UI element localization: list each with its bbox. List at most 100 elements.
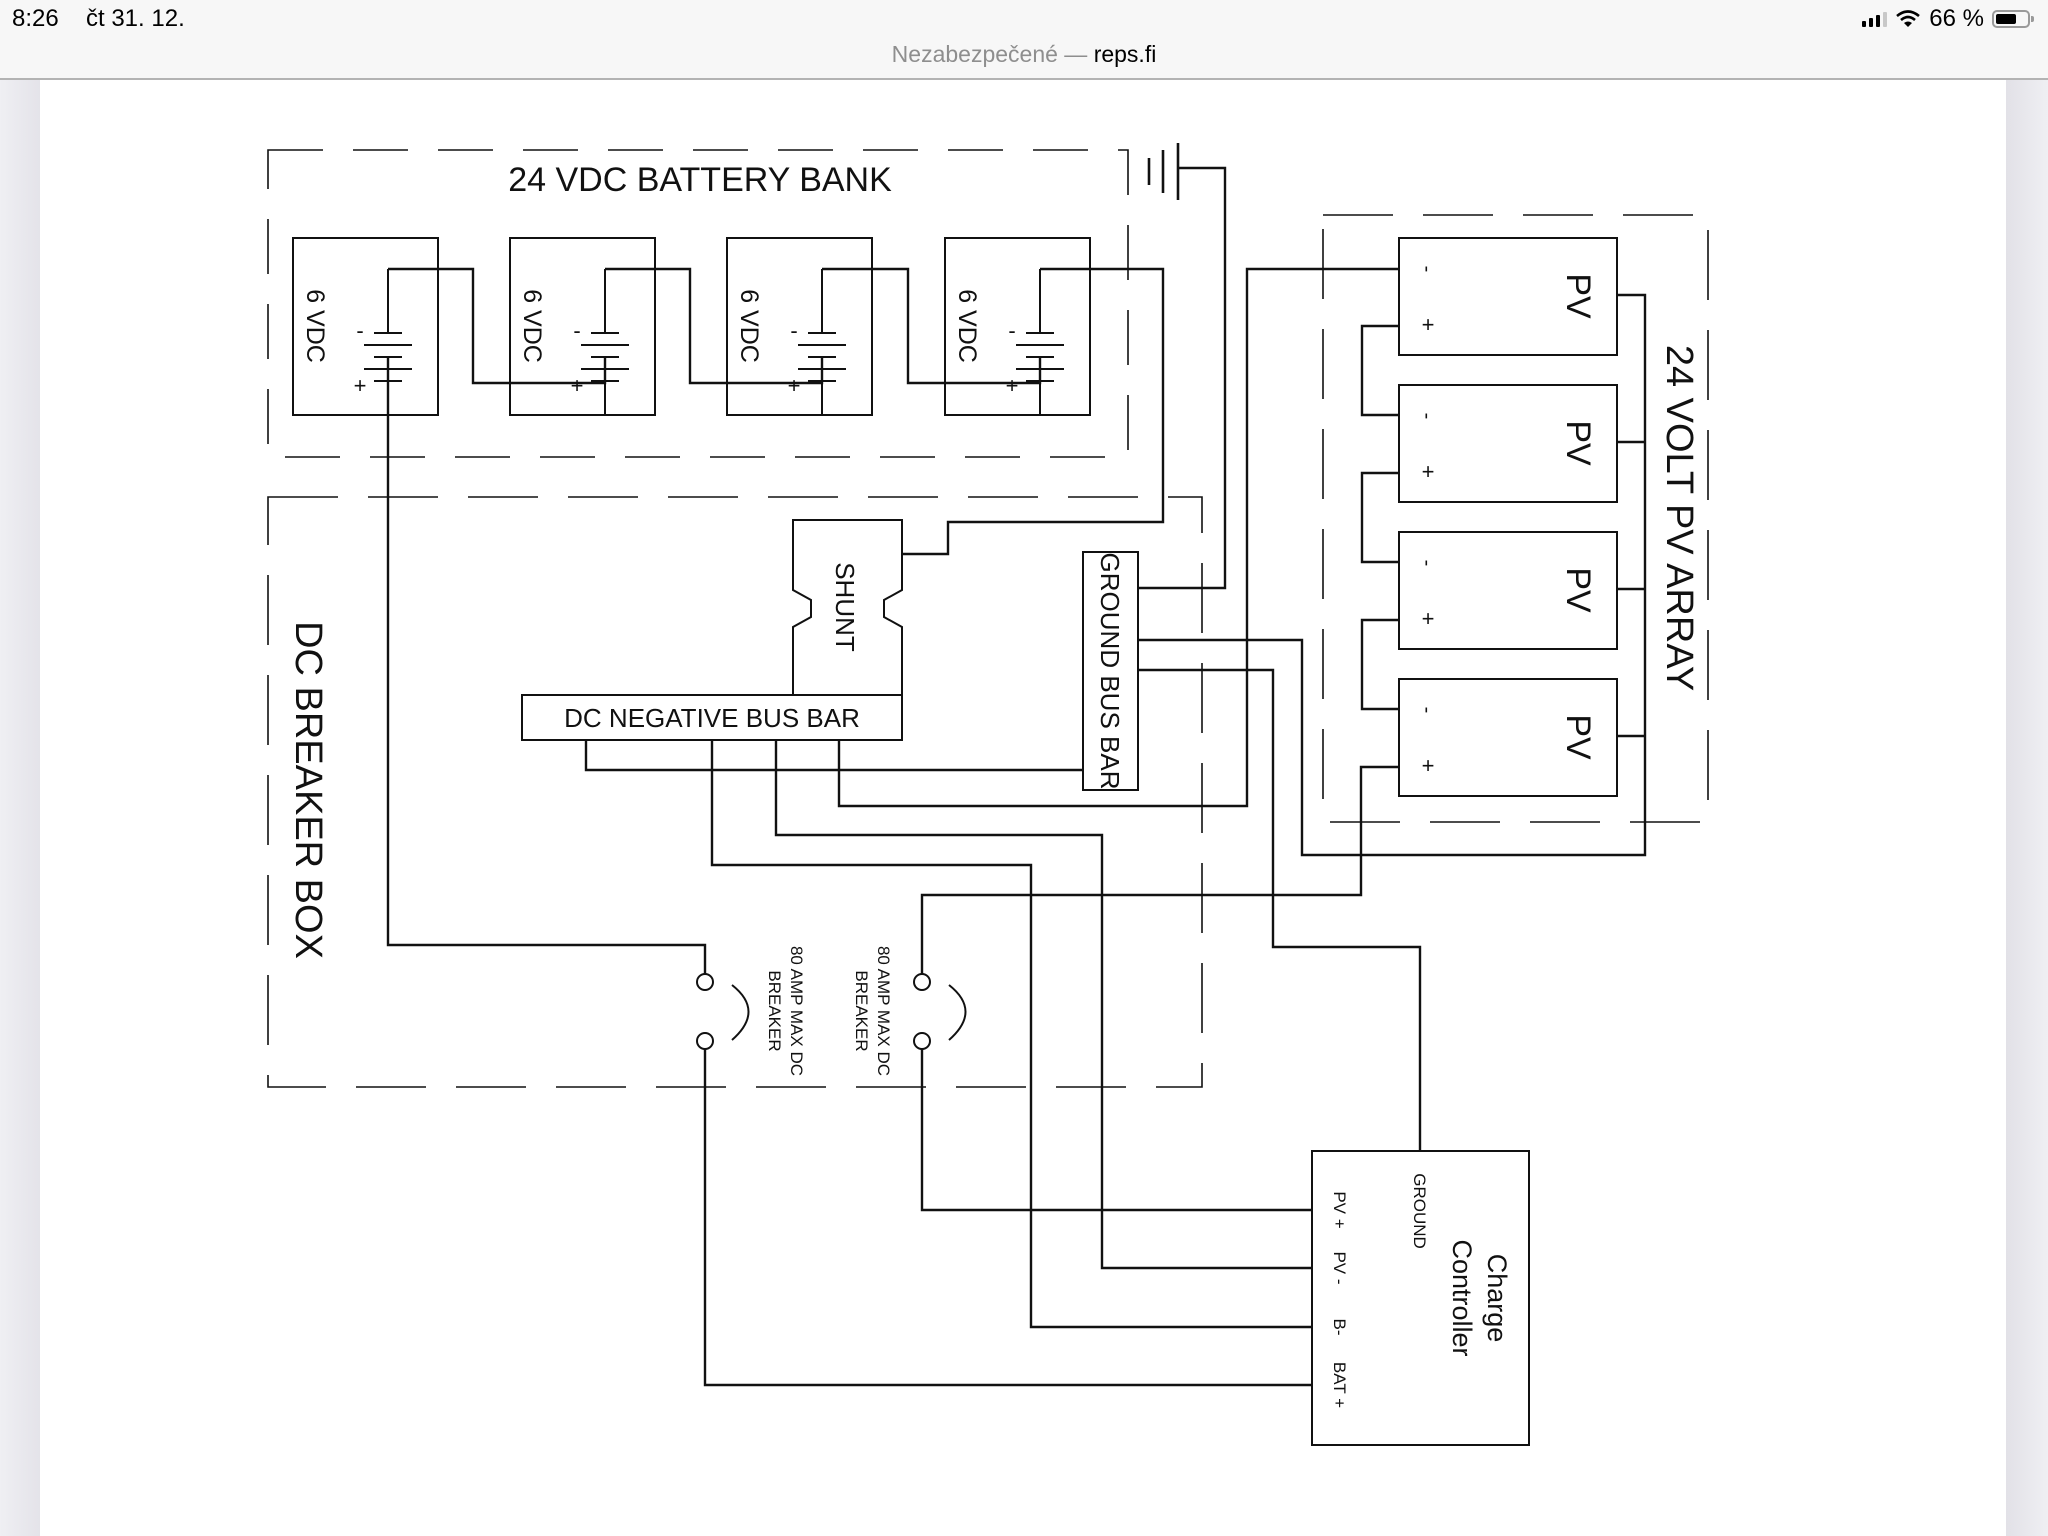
wire-bat2-bat3 [605,267,824,385]
document-page [40,80,2006,1536]
wire-groundbus-to-controller [1138,668,1422,1151]
url-security-label: Nezabezpečené [891,41,1058,67]
wire-pv2-pv3 [1360,471,1399,564]
url-domain: reps.fi [1093,41,1157,67]
pv-pos-sign: + [1422,312,1435,337]
wire-pv-pos-to-breaker [920,765,1399,975]
status-time: 8:26 [12,5,59,32]
battery-cell-box [509,237,656,416]
battery-cell-box [726,237,873,416]
battery-neg-sign: - [573,318,580,343]
breaker-box-title: DC BREAKER BOX [287,621,329,959]
pv-pos-sign: + [1422,606,1435,631]
breaker-1-label-line2: BREAKER [765,970,784,1051]
status-bar: 8:26 čt 31. 12. 66 % [0,0,2048,40]
wire-groundbus-to-pv-frame [1138,293,1647,857]
pv-panel: PV - + [1398,237,1618,356]
terminal-bat-plus: BAT + [1330,1362,1349,1408]
negative-bus-label: DC NEGATIVE BUS BAR [564,703,860,733]
status-indicators: 66 % [1862,5,2034,33]
pv-panel-box [1398,237,1618,356]
breaker-2: 80 AMP MAX DC BREAKER [852,946,967,1076]
breaker-terminal [696,1032,714,1050]
shunt: SHUNT [792,519,903,696]
pv-panel-label: PV [1559,273,1597,319]
battery-voltage-label: 6 VDC [518,289,546,363]
url-bar[interactable]: Nezabezpečené — reps.fi [0,40,2048,80]
pv-panel-label: PV [1559,714,1597,760]
wire-bat-neg-to-shunt [902,267,1165,556]
breaker-arc-icon [948,984,967,1041]
wire-breaker-to-pv-plus [920,1041,1312,1212]
pv-panel-group: PV-+PV-+PV-+PV-+ [1398,237,1618,797]
breaker-1: 80 AMP MAX DC BREAKER [696,946,806,1076]
pv-panel: PV - + [1398,678,1618,797]
battery-voltage-label: 6 VDC [953,289,981,363]
wire-negbus-to-groundbus [584,740,1083,772]
battery-cell-box [292,237,439,416]
terminal-b-minus: B- [1330,1319,1349,1336]
breaker-2-label-line1: 80 AMP MAX DC [874,946,893,1076]
controller-ground-label: GROUND [1410,1173,1429,1249]
pv-pos-sign: + [1422,459,1435,484]
earth-ground-icon [1147,143,1180,200]
pv-panel: PV-+ [1398,531,1618,650]
battery-cell: 6 VDC - + [944,237,1091,416]
ground-bus-label: GROUND BUS BAR [1095,553,1125,790]
wires [386,166,1647,1387]
battery-icon [1992,10,2034,28]
pv-panel: PV - + [1398,384,1618,503]
wire-negbus-to-pv-minus [774,740,1312,1270]
battery-neg-sign: - [356,318,363,343]
pv-neg-sign: - [1416,560,1438,567]
shunt-label: SHUNT [830,562,860,652]
pv-panel-box [1398,531,1618,650]
terminal-pv-minus: PV - [1330,1251,1349,1284]
breaker-terminal [913,1032,931,1050]
breaker-box-enclosure [267,496,1203,1088]
pv-neg-sign: - [1416,707,1438,714]
pv-panel-box [1398,384,1618,503]
breaker-arc-icon [731,984,750,1041]
wire-pv3-pv4 [1360,618,1399,711]
page-gutter-left [0,80,40,1536]
battery-pos-sign: + [354,373,367,398]
breaker-2-label-line2: BREAKER [852,970,871,1051]
battery-symbol-icon [581,269,629,415]
battery-pos-sign: + [1006,373,1019,398]
breaker-terminal [913,973,931,991]
pv-neg-sign: - [1416,413,1438,420]
pv-panel-box [1398,678,1618,797]
battery-voltage-label: 6 VDC [735,289,763,363]
battery-bank-enclosure [267,149,1129,458]
url-separator: — [1057,41,1094,67]
terminal-pv-plus: PV + [1330,1191,1349,1228]
battery-level-fill [1996,14,2016,24]
dc-negative-bus-bar: DC NEGATIVE BUS BAR [521,694,903,741]
controller-title-line2: Controller [1447,1239,1477,1356]
battery-voltage-label: 6 VDC [301,289,329,363]
battery-neg-sign: - [790,318,797,343]
battery-pos-sign: + [788,373,801,398]
wire-bat1-bat2 [388,267,607,385]
battery-cell: 6 VDC - + [292,237,439,416]
wire-negbus-to-b-minus [710,740,1312,1329]
battery-cell: 6 VDC - + [726,237,873,416]
battery-cell-box [944,237,1091,416]
pv-pos-sign: + [1422,753,1435,778]
pv-panel-label: PV [1559,420,1597,466]
controller-title-line1: Charge [1482,1254,1512,1343]
wire-negbus-to-pv-neg [837,267,1399,808]
breaker-terminal [696,973,714,991]
battery-symbol-icon [798,269,846,415]
charge-controller: Charge Controller GROUND PV + PV - B- BA… [1311,1150,1530,1446]
pv-neg-sign: - [1416,266,1438,273]
battery-group: 6 VDC-+6 VDC-+6 VDC-+6 VDC-+ [292,237,1091,416]
battery-symbol-icon [1016,269,1064,415]
wire-bat-pos-to-breaker [386,356,707,975]
battery-neg-sign: - [1008,318,1015,343]
ground-bus-bar: GROUND BUS BAR [1082,551,1139,791]
breaker-1-label-line1: 80 AMP MAX DC [787,946,806,1076]
battery-percent: 66 % [1929,5,1984,32]
